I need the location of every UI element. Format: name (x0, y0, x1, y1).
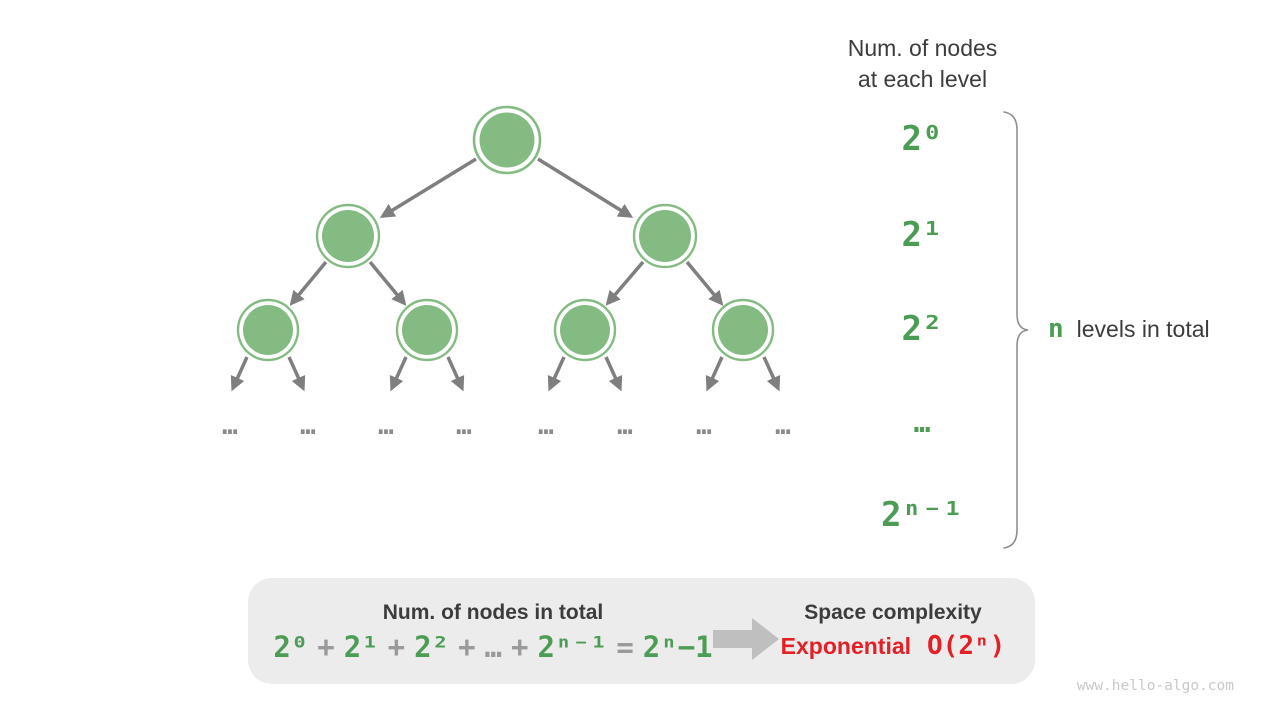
tree-node-l3-2 (395, 298, 459, 362)
formula-term: … (484, 629, 502, 664)
leaf-ellipsis-7: … (696, 411, 712, 441)
implies-arrow-icon (713, 618, 779, 660)
formula-term: 2² (414, 629, 450, 664)
tree-node-l2-left (315, 203, 381, 269)
edge-leaf-1 (230, 356, 249, 392)
brace-caption-n: n (1048, 314, 1064, 344)
tree-node-root (472, 105, 542, 175)
brace-caption-text: levels in total (1076, 316, 1210, 342)
edge-leaf-6 (604, 356, 623, 392)
summary-left-title: Num. of nodes in total (382, 600, 604, 624)
level-count-2: 2² (901, 309, 943, 349)
leaf-ellipsis-2: … (300, 411, 316, 441)
level-count-last: 2ⁿ⁻¹ (881, 495, 963, 535)
formula-term: = (616, 629, 634, 664)
leaf-ellipsis-3: … (378, 411, 394, 441)
column-header-line2: at each level (857, 66, 988, 92)
formula-term: 2¹ (343, 629, 379, 664)
formula-term: + (317, 629, 335, 664)
column-header: Num. of nodes at each level (825, 33, 1020, 95)
brace-caption: n levels in total (1048, 314, 1210, 344)
levels-brace (1003, 111, 1029, 549)
level-count-ellipsis: … (913, 406, 931, 439)
tree-diagram (230, 105, 1029, 549)
column-header-line1: Num. of nodes (847, 35, 998, 61)
tree-nodes (236, 105, 775, 362)
edge-leaf-5 (547, 356, 566, 392)
complexity-word: Exponential (780, 633, 912, 659)
tree-edges (230, 157, 781, 392)
edge-l2-3 (605, 260, 645, 306)
edge-leaf-7 (705, 356, 724, 392)
summary-left: Num. of nodes in total 2⁰+2¹+2²+…+2ⁿ⁻¹=2… (258, 578, 728, 684)
edge-root-right (537, 157, 634, 218)
summary-right-title: Space complexity (804, 601, 982, 624)
summary-box: Num. of nodes in total 2⁰+2¹+2²+…+2ⁿ⁻¹=2… (248, 578, 1035, 684)
formula-term: 2ⁿ−1 (642, 629, 713, 664)
leaf-ellipsis-8: … (775, 411, 791, 441)
formula-term: 2⁰ (273, 629, 309, 664)
edge-root-left (379, 157, 477, 218)
summary-right: Space complexity Exponential O(2ⁿ) (763, 578, 1023, 684)
watermark: www.hello-algo.com (1076, 678, 1234, 694)
edge-leaf-8 (762, 356, 781, 392)
level-count-1: 2¹ (901, 215, 943, 255)
leaf-ellipsis-4: … (456, 411, 472, 441)
complexity-notation: O(2ⁿ) (927, 631, 1006, 661)
formula-term: 2ⁿ⁻¹ (537, 629, 608, 664)
leaf-ellipsis-5: … (538, 411, 554, 441)
formula-row: 2⁰+2¹+2²+…+2ⁿ⁻¹=2ⁿ−1 (273, 632, 712, 662)
edge-leaf-4 (446, 356, 465, 392)
tree-node-l2-right (632, 203, 698, 269)
edge-leaf-2 (287, 356, 306, 392)
edge-leaf-3 (389, 356, 408, 392)
edge-l2-4 (685, 260, 724, 306)
edge-l2-2 (368, 260, 407, 306)
formula-term: + (387, 629, 406, 664)
tree-node-l3-1 (236, 298, 300, 362)
edge-l2-1 (289, 260, 328, 306)
tree-node-l3-3 (553, 298, 617, 362)
leaf-ellipsis-6: … (617, 411, 633, 441)
complexity-result: Exponential O(2ⁿ) (781, 631, 1006, 661)
tree-node-l3-4 (711, 298, 775, 362)
level-count-0: 2⁰ (901, 119, 943, 159)
formula-term: + (511, 629, 529, 664)
formula-term: + (458, 629, 476, 664)
leaf-ellipsis-1: … (222, 411, 238, 441)
